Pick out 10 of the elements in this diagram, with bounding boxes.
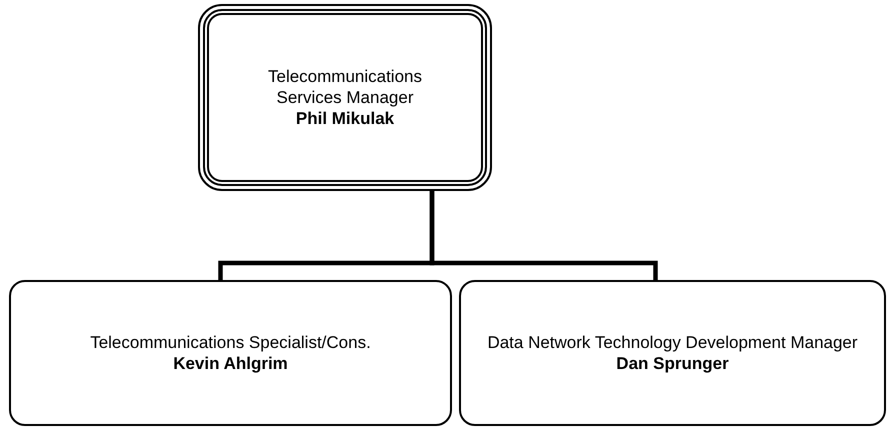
person-name: Kevin Ahlgrim bbox=[173, 353, 288, 374]
person-name: Dan Sprunger bbox=[616, 353, 729, 374]
org-chart-box bbox=[459, 280, 886, 426]
job-title: Telecommunications Specialist/Cons. bbox=[90, 332, 371, 353]
connector-line bbox=[430, 191, 658, 280]
org-chart-box bbox=[9, 280, 452, 426]
person-name: Phil Mikulak bbox=[296, 108, 394, 130]
job-title: Data Network Technology Development Manager bbox=[487, 332, 858, 353]
job-title: Telecommunications Services Manager bbox=[266, 66, 423, 108]
org-chart-box bbox=[198, 4, 492, 191]
